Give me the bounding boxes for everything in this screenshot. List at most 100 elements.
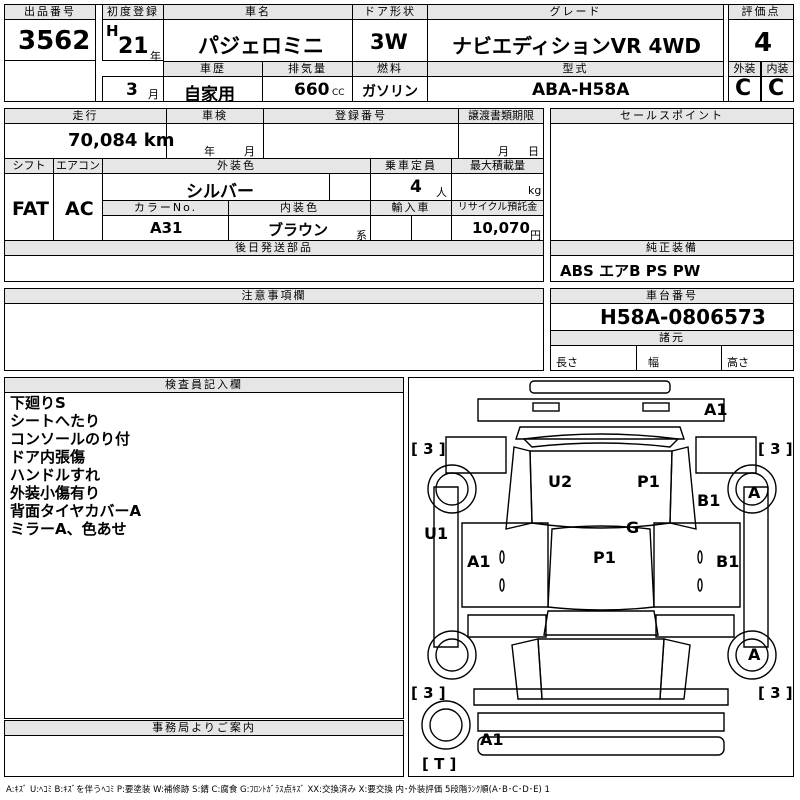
reg-no-label: 登録番号	[263, 108, 459, 124]
genuine-equip-cell	[550, 255, 794, 282]
mark-a-tire-bottom: A	[748, 645, 761, 664]
inspection-month-unit: 月	[244, 145, 255, 158]
first-reg-label: 初度登録	[102, 4, 164, 20]
car-history: 自家用	[184, 85, 235, 105]
note-line: ドア内張傷	[10, 448, 86, 466]
car-name-label: 車名	[163, 4, 353, 20]
model-code-label: 型式	[427, 61, 724, 77]
height-label: 高さ	[727, 356, 749, 369]
ext-color-label: 外装色	[102, 158, 371, 174]
chassis-no: H58A-0806573	[600, 305, 766, 329]
transfer-month-unit: 月	[498, 145, 509, 158]
interior-grade: C	[768, 76, 785, 101]
shift: FAT	[12, 198, 49, 220]
legend: A:ｷｽﾞ U:ﾍｺﾐ B:ｷｽﾞを伴うﾍｺﾐ P:要塗装 W:補修跡 S:錆 …	[6, 785, 550, 795]
mark-b1-top: B1	[697, 491, 721, 510]
mark-a1-bottom: A1	[480, 730, 504, 749]
note-line: 下廻りS	[10, 394, 66, 412]
import-label: 輸入車	[370, 200, 452, 216]
exterior-cell	[728, 76, 761, 102]
car-diagram-frame	[408, 377, 794, 777]
car-diagram	[421, 380, 777, 756]
score-label: 評価点	[728, 4, 794, 20]
displacement-label: 排気量	[262, 61, 353, 77]
inspector-cell	[4, 392, 404, 719]
model-code: ABA-H58A	[532, 80, 630, 100]
chassis-label: 車台番号	[550, 288, 794, 304]
capacity: 4	[410, 177, 422, 197]
genuine-equip: ABS エアB PS PW	[560, 262, 701, 280]
length-label: 長さ	[556, 356, 578, 369]
month-unit: 月	[148, 88, 159, 101]
mark-u1: U1	[424, 524, 449, 543]
recycle: 10,070	[472, 219, 530, 237]
kei-unit: 系	[356, 229, 367, 242]
year: 21	[118, 34, 149, 59]
car-history-label: 車歴	[163, 61, 263, 77]
bracket-3-bl: [ 3 ]	[411, 684, 446, 702]
int-color-label: 内装色	[228, 200, 371, 216]
mark-u2: U2	[548, 472, 573, 491]
mileage: 70,084 km	[68, 130, 175, 151]
notes-label: 注意事項欄	[4, 288, 544, 304]
mark-a1-top: A1	[704, 400, 728, 419]
specs-label: 諸元	[550, 330, 794, 346]
office-cell	[4, 735, 404, 777]
yen-unit: 円	[530, 229, 541, 242]
fuel: ガソリン	[362, 84, 418, 100]
grade-label: グレード	[427, 4, 724, 20]
lot-no-label: 出品番号	[4, 4, 96, 20]
interior-cell	[761, 76, 794, 102]
capacity-label: 乗車定員	[370, 158, 452, 174]
note-line: シートへたり	[10, 412, 101, 430]
score: 4	[754, 28, 773, 58]
note-line: 背面タイヤカバーA	[10, 502, 142, 520]
sales-point-cell	[550, 123, 794, 241]
bracket-3-br: [ 3 ]	[758, 684, 793, 702]
int-color: ブラウン	[268, 221, 329, 239]
inspection-year-unit: 年	[204, 145, 215, 158]
color-no: A31	[150, 219, 183, 237]
mark-b1-right: B1	[716, 552, 740, 571]
import-cell-2	[411, 215, 452, 241]
color-no-label: カラーNo.	[102, 200, 229, 216]
mileage-label: 走行	[4, 108, 167, 124]
note-line: コンソールのり付	[10, 430, 131, 448]
bracket-t: [ T ]	[422, 755, 457, 773]
later-parts-label: 後日発送部品	[4, 240, 544, 256]
notes-cell	[4, 303, 544, 371]
recycle-label: リサイクル預託金	[451, 200, 544, 216]
aircon: AC	[65, 198, 94, 220]
lot-no: 3562	[18, 26, 91, 56]
shift-label: シフト	[4, 158, 54, 174]
inspector-label: 検査員記入欄	[4, 377, 404, 393]
note-line: ミラーA、色あせ	[10, 520, 127, 538]
later-parts-cell	[4, 255, 544, 282]
max-load-label: 最大積載量	[451, 158, 544, 174]
note-line: 外装小傷有り	[10, 484, 101, 502]
ext-color-cell-2	[329, 173, 371, 201]
month: 3	[126, 80, 138, 100]
office-label: 事務局よりご案内	[4, 720, 404, 736]
interior-label: 内装	[761, 61, 794, 77]
mark-p1-top: P1	[637, 472, 660, 491]
year-unit: 年	[150, 50, 161, 63]
cc-unit: CC	[332, 88, 345, 98]
displacement: 660	[294, 80, 330, 100]
bracket-3-tr: [ 3 ]	[758, 440, 793, 458]
mark-g: G	[626, 518, 640, 537]
reg-no-cell	[263, 123, 459, 159]
grade: ナビエディションVR 4WD	[452, 34, 702, 58]
inspector-notes: 下廻りS シートへたり コンソールのり付 ドア内張傷 ハンドルすれ 外装小傷有り…	[10, 394, 141, 538]
mark-a1-left: A1	[467, 552, 491, 571]
kg-unit: kg	[528, 184, 542, 197]
inspection-label: 車検	[166, 108, 264, 124]
aircon-label: エアコン	[53, 158, 103, 174]
genuine-equip-label: 純正装備	[550, 240, 794, 256]
model-code-cell	[427, 76, 724, 102]
exterior-grade: C	[735, 76, 752, 101]
era: H	[106, 22, 119, 40]
door-label: ドア形状	[352, 4, 428, 20]
lot-no-blank	[4, 60, 96, 102]
door: 3W	[370, 30, 408, 54]
